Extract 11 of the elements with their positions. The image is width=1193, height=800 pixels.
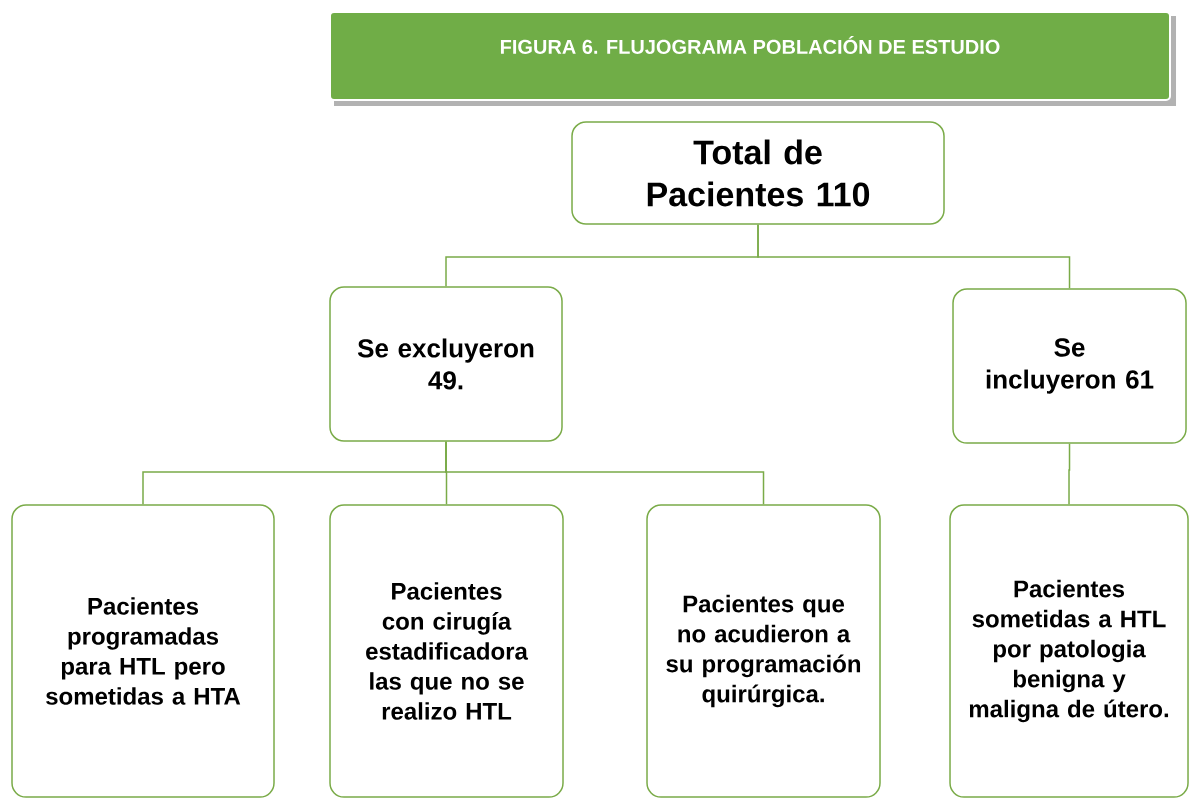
process-box: Pacientes programadas para HTL pero sometidas a HTA (11, 504, 275, 798)
connector (445, 441, 765, 505)
title-banner: FIGURA 6. FLUJOGRAMA POBLACIÓN DE ESTUDIO (329, 11, 1176, 106)
process-box: Pacientes con cirugía estadificadora las que no se realizo HTL (329, 504, 564, 798)
process-box: Total de Pacientes 110 (571, 121, 945, 225)
process-box: Pacientes sometidas a HTL por patologia benigna y maligna de útero. (949, 504, 1189, 798)
connector (757, 224, 1071, 289)
connector (1068, 443, 1071, 505)
process-box: Pacientes que no acudieron a su programación quirúrgica. (646, 504, 881, 798)
process-box: Se excluyeron 49. (329, 286, 563, 442)
process-box: Se incluyeron 61 (952, 288, 1187, 444)
